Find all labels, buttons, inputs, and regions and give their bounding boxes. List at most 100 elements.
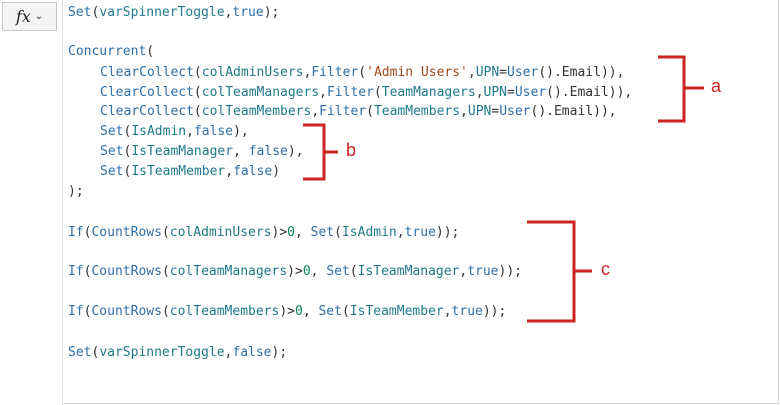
code-line: ClearCollect(colTeamManagers,Filter(Team… (100, 84, 632, 102)
code-token-punc: , (319, 85, 327, 100)
code-token-var: colTeamManagers (201, 85, 320, 100)
code-token-punc: , (225, 164, 234, 179)
code-token-punc: ( (193, 65, 202, 80)
formula-editor[interactable]: Set(varSpinnerToggle,true); Concurrent( … (62, 0, 779, 404)
fx-dropdown-button[interactable]: fx ⌄ (2, 2, 57, 31)
code-token-num: 0 (302, 264, 311, 279)
code-token-punc: ( (373, 85, 382, 100)
code-token-fn: Set (100, 164, 124, 179)
code-token-punc: ) (272, 164, 281, 179)
code-token-punc: , (303, 65, 312, 80)
code-token-var: colAdminUsers (169, 225, 272, 240)
code-token-punc: , (460, 104, 468, 119)
code-line: ); (68, 183, 84, 201)
code-line: Set(IsTeamMember,false) (100, 163, 280, 181)
code-token-punc: ( (83, 304, 92, 319)
code-token-var: IsTeamMember (349, 304, 444, 319)
code-token-punc: , (443, 304, 452, 319)
code-token-num: 0 (295, 304, 303, 319)
code-token-punc: ( (91, 5, 100, 20)
bracket-b (303, 123, 326, 181)
code-token-punc: ().Email)), (538, 65, 625, 80)
code-token-punc: ( (161, 264, 170, 279)
code-token-punc: ().Email)), (530, 104, 617, 119)
code-token-var: IsTeamManager (357, 264, 460, 279)
code-token-punc: ( (349, 264, 358, 279)
code-token-punc: , (233, 144, 249, 159)
code-token-bool: true (232, 5, 264, 20)
code-token-punc: )); (498, 264, 522, 279)
code-token-punc: , (295, 225, 311, 240)
code-line: Set(IsTeamManager, false), (100, 143, 304, 161)
code-token-var: colAdminUsers (201, 65, 304, 80)
code-token-punc: = (507, 85, 515, 100)
code-token-var: UPN (475, 65, 500, 80)
bracket-a (658, 55, 686, 123)
code-token-punc: , (224, 5, 233, 20)
code-token-punc: , (224, 345, 233, 360)
bracket-c (527, 220, 576, 323)
code-line: If(CountRows(colTeamManagers)>0, Set(IsT… (68, 263, 522, 281)
code-token-fn: User (499, 104, 531, 119)
code-token-punc: ), (287, 144, 304, 159)
code-token-punc: , (310, 264, 327, 279)
code-token-var: UPN (467, 104, 492, 119)
code-token-punc: ); (68, 184, 84, 199)
code-token-punc: ( (123, 164, 132, 179)
code-token-fn: Set (310, 225, 335, 240)
code-token-fn: Concurrent (68, 44, 147, 59)
code-token-fn: Set (326, 264, 350, 279)
code-token-fn: Filter (319, 104, 367, 119)
code-token-fn: CountRows (91, 264, 162, 279)
chevron-down-icon: ⌄ (34, 11, 44, 22)
code-token-punc: )> (271, 225, 288, 240)
code-line: ClearCollect(colTeamMembers,Filter(TeamM… (100, 103, 617, 121)
code-token-punc: ().Email)), (546, 85, 633, 100)
code-token-fn: ClearCollect (100, 104, 194, 119)
code-token-punc: ); (263, 5, 280, 20)
code-line: If(CountRows(colTeamMembers)>0, Set(IsTe… (68, 303, 506, 321)
annotation-label-a: a (711, 76, 722, 96)
code-token-bool: false (233, 164, 273, 179)
code-token-fn: Set (100, 144, 124, 159)
code-token-fn: User (514, 85, 547, 100)
code-token-var: TeamManagers (381, 85, 476, 100)
code-token-fn: Filter (326, 85, 374, 100)
code-token-punc: = (491, 104, 500, 119)
code-token-fn: CountRows (91, 304, 162, 319)
code-token-punc: , (186, 124, 194, 139)
code-token-str: 'Admin Users' (366, 65, 468, 80)
code-token-punc: ( (123, 124, 132, 139)
code-token-punc: , (459, 264, 468, 279)
code-token-var: colTeamMembers (201, 104, 312, 119)
code-token-bool: true (404, 225, 436, 240)
code-token-punc: )); (435, 225, 460, 240)
code-token-bool: false (193, 124, 234, 139)
code-token-punc: = (499, 65, 508, 80)
code-token-punc: , (475, 85, 484, 100)
code-token-var: IsAdmin (341, 225, 397, 240)
code-token-var: TeamMembers (373, 104, 461, 119)
code-token-punc: ); (271, 345, 288, 360)
code-token-punc: )); (482, 304, 507, 319)
code-token-punc: ( (146, 44, 155, 59)
code-token-bool: true (451, 304, 483, 319)
formula-gutter: fx ⌄ (0, 0, 63, 405)
code-token-var: IsAdmin (131, 124, 187, 139)
code-token-punc: ( (366, 104, 374, 119)
code-token-var: varSpinnerToggle (99, 5, 225, 20)
code-line: Set(varSpinnerToggle,true); (68, 4, 279, 22)
code-token-punc: ( (193, 85, 202, 100)
annotation-label-c: c (601, 259, 610, 279)
code-token-bool: true (467, 264, 499, 279)
code-line: Concurrent( (68, 43, 154, 61)
code-token-punc: ( (193, 104, 202, 119)
code-token-punc: ( (123, 144, 132, 159)
code-token-punc: ( (334, 225, 342, 240)
annotation-label-b: b (346, 140, 357, 160)
code-token-var: UPN (483, 85, 508, 100)
code-token-punc: ( (91, 345, 100, 360)
code-token-fn: Filter (311, 65, 359, 80)
code-token-fn: User (507, 65, 539, 80)
code-token-fn: If (68, 304, 84, 319)
